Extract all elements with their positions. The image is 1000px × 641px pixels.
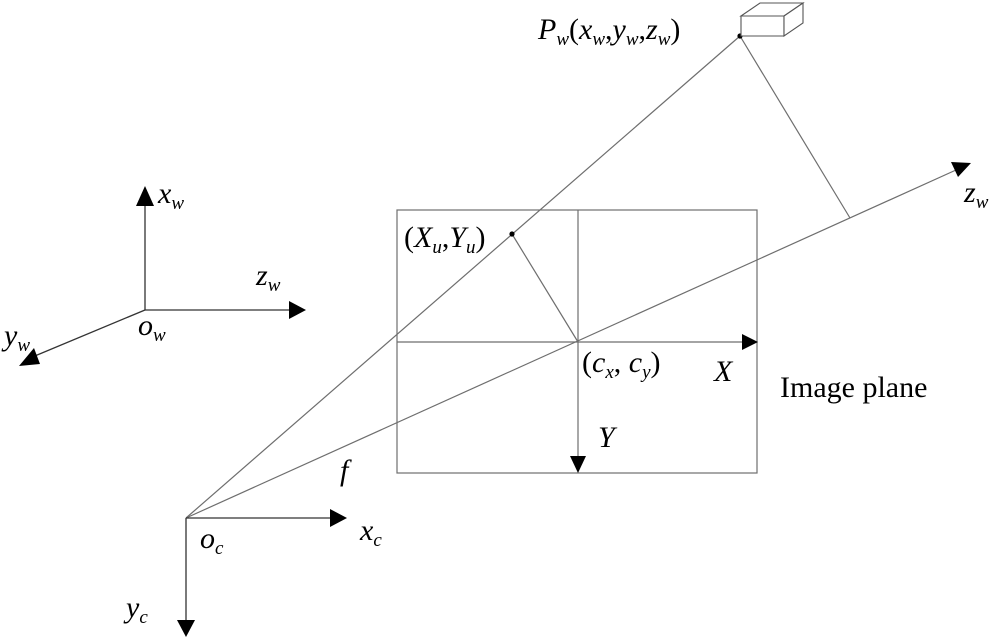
world-x-label: xw bbox=[157, 177, 184, 214]
world-frame: xw zw yw ow bbox=[1, 177, 306, 366]
image-y-arrowhead bbox=[570, 456, 586, 473]
image-y-label: Y bbox=[598, 421, 618, 454]
image-x-label: X bbox=[713, 355, 734, 388]
world-y-axis bbox=[29, 309, 146, 359]
world-point-label: Pw(xw,yw,zw) bbox=[537, 13, 680, 50]
image-point-label: (Xu,Yu) bbox=[404, 221, 486, 258]
principal-point-label: (cx, cy) bbox=[582, 346, 661, 383]
camera-x-arrowhead bbox=[330, 509, 347, 527]
optical-axis-label: zw bbox=[963, 176, 989, 213]
optical-axis bbox=[185, 169, 957, 519]
camera-x-label: xc bbox=[359, 514, 382, 551]
image-point-dot bbox=[509, 231, 515, 237]
world-z-label: zw bbox=[255, 259, 281, 296]
camera-frame: xc yc oc bbox=[123, 509, 382, 637]
object-box-icon bbox=[739, 1, 805, 38]
image-plane bbox=[396, 209, 758, 474]
world-x-arrowhead bbox=[136, 186, 154, 206]
camera-y-label: yc bbox=[123, 591, 148, 628]
image-plane-caption: Image plane bbox=[780, 371, 927, 404]
world-y-label: yw bbox=[1, 319, 30, 356]
world-origin-label: ow bbox=[138, 309, 166, 346]
projection-ray bbox=[185, 35, 741, 519]
image-x-arrowhead bbox=[742, 334, 758, 350]
focal-length-label: f bbox=[340, 454, 352, 487]
optical-axis-arrowhead bbox=[951, 162, 971, 177]
image-point-perpendicular bbox=[511, 233, 579, 343]
camera-y-arrowhead bbox=[177, 620, 195, 637]
camera-origin-label: oc bbox=[200, 522, 224, 559]
world-point-perpendicular bbox=[739, 35, 851, 219]
world-y-arrowhead bbox=[19, 348, 40, 366]
world-z-arrowhead bbox=[289, 301, 306, 319]
